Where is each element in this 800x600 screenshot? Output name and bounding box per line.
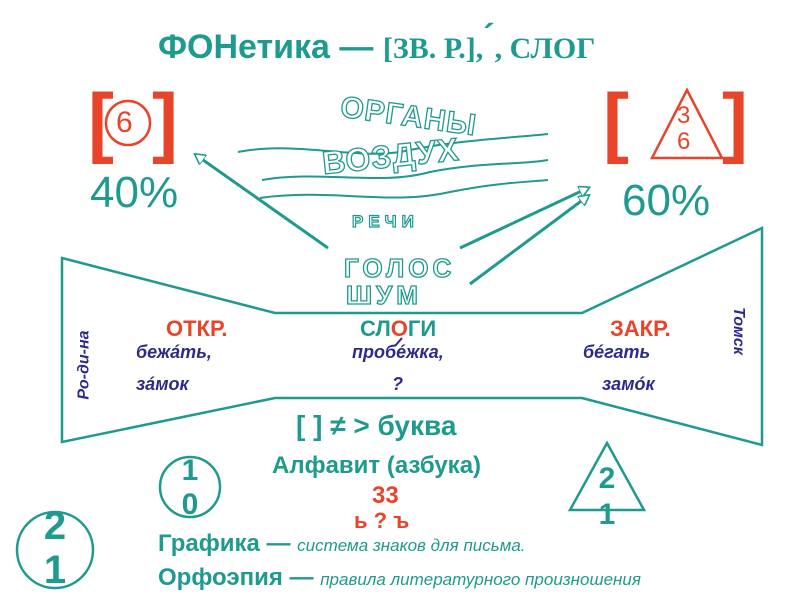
circle-10-bottom: 0 — [181, 488, 199, 521]
graphics-def: система знаков для письма. — [297, 536, 526, 555]
circle-21-bottom: 1 — [43, 548, 67, 592]
triangle-21-bottom: 1 — [598, 498, 616, 531]
example-right-1: бéгать — [583, 342, 651, 362]
syllables-title-post: ГИ — [407, 316, 437, 341]
title-caps: ФОН — [158, 28, 239, 66]
triangle-36 — [649, 87, 725, 160]
letter-count: 33 — [372, 482, 399, 509]
title-accent: ´ — [483, 18, 495, 56]
title-rest: етика — — [238, 28, 383, 66]
squiggle-line-2 — [261, 159, 549, 181]
alphabet-label: Алфавит (азбука) — [272, 452, 482, 479]
left-close-bracket: ] — [152, 77, 178, 165]
word-speech: РЕЧИ — [351, 211, 419, 231]
right-open-bracket: [ — [603, 77, 629, 165]
left-number: 6 — [116, 106, 133, 139]
example-left-2: зáмок — [136, 374, 189, 394]
circle-10 — [158, 455, 222, 519]
accent-mark — [394, 337, 403, 347]
arrow-to-left — [196, 155, 329, 250]
example-right-2: замóк — [602, 374, 655, 394]
right-percent: 60% — [622, 176, 711, 225]
speech-organs-shape — [60, 226, 764, 447]
six-circle — [104, 99, 152, 147]
graphics-definition: Графика — система знаков для письма. — [158, 530, 526, 558]
circle-10-top: 1 — [181, 454, 199, 487]
left-percent: 40% — [90, 168, 179, 217]
signs-label: ь ? ъ — [354, 508, 410, 533]
circle-21-top: 2 — [43, 504, 67, 548]
circle-21 — [15, 510, 95, 590]
triangle-21-top: 2 — [598, 462, 616, 495]
squiggle-line-3 — [259, 179, 549, 199]
syllables-title-mid: О — [390, 316, 408, 341]
example-center-1: пробéжка, — [352, 342, 444, 362]
example-center-2: ? — [392, 374, 403, 394]
arrow-to-right-lower — [469, 196, 588, 286]
squiggle-line-1 — [237, 133, 549, 155]
side-label-tomsk: Томск — [729, 307, 747, 355]
right-number-top: 3 — [677, 102, 691, 129]
syllables-title: СЛОГИ — [360, 316, 436, 342]
title-tail: , СЛОГ — [494, 32, 596, 65]
orthoepy-term: Орфоэпия — — [158, 564, 321, 591]
triangle-21 — [567, 440, 647, 512]
left-open-bracket: [ — [88, 77, 114, 165]
example-left-1: бежáть, — [136, 342, 212, 362]
side-label-rodina: Ро-ди-на — [75, 330, 93, 400]
right-close-bracket: ] — [722, 77, 748, 165]
title-serif: [ЗВ. Р.], — [382, 32, 484, 65]
word-noise: ШУМ — [345, 279, 422, 310]
syllables-title-pre: СЛ — [360, 316, 391, 341]
page-title: ФОНетика — [ЗВ. Р.],´, СЛОГ — [158, 18, 596, 67]
right-number-bottom: 6 — [677, 128, 691, 155]
open-syllable-label: ОТКР. — [166, 316, 228, 341]
sound-vs-letter: [ ] ≠ > буква — [296, 410, 457, 441]
word-voice: ГОЛОС — [343, 252, 456, 283]
graphics-term: Графика — — [158, 530, 298, 557]
orthoepy-definition: Орфоэпия — правила литературного произно… — [158, 564, 641, 592]
closed-syllable-label: ЗАКР. — [610, 316, 671, 341]
arrow-to-right-upper — [459, 188, 588, 250]
orthoepy-def: правила литературного произношения — [320, 570, 641, 589]
